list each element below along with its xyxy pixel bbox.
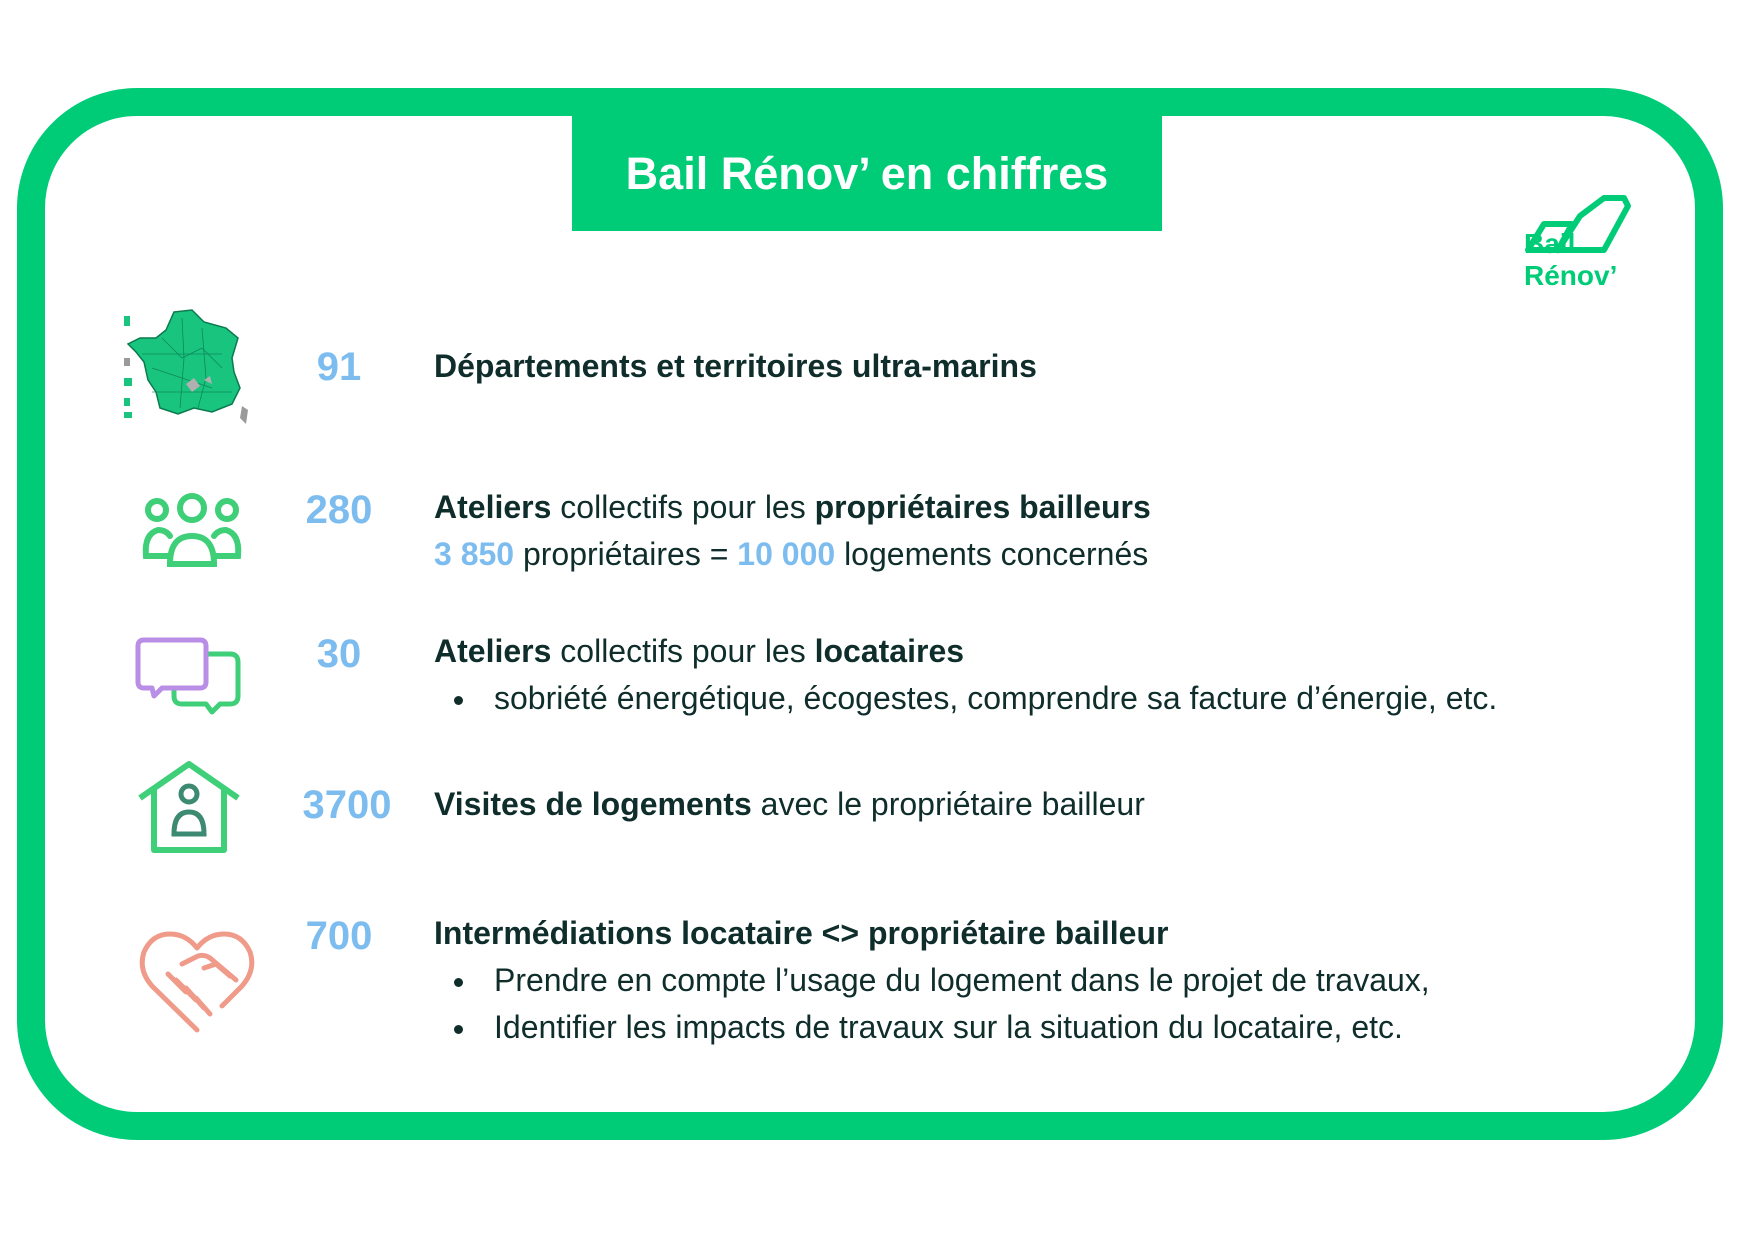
stat-text-visites: avec le propriétaire bailleur (751, 786, 1145, 822)
stat-label-ateliers: Ateliers (434, 489, 552, 525)
stat-description-intermediations: Intermédiations locataire <> propriétair… (434, 910, 1430, 1051)
chat-bubbles-icon (135, 637, 241, 715)
stat-description-ateliers-bailleurs: Ateliers collectifs pour les propriétair… (434, 484, 1151, 578)
list-item: Prendre en compte l’usage du logement da… (434, 957, 1430, 1004)
house-outline-logo-icon (1525, 195, 1631, 253)
house-person-icon (138, 761, 240, 853)
stat-label-locataires: locataires (814, 633, 965, 669)
stat-value-proprietaires: 3 850 (434, 536, 515, 572)
stat-text-logements: logements concernés (835, 536, 1149, 572)
stat-description-ateliers-locataires: Ateliers collectifs pour les locataires … (434, 628, 1497, 722)
logo-line-1: Bail (1524, 228, 1576, 259)
content-frame (17, 88, 1723, 1140)
france-map-icon (124, 309, 248, 424)
stat-label-departements: Départements et territoires ultra-marins (434, 348, 1037, 384)
list-item: sobriété énergétique, écogestes, compren… (434, 675, 1497, 722)
stat-label-ateliers: Ateliers (434, 633, 552, 669)
stat-number-visites: 3700 (302, 783, 392, 827)
logo-line-2: Rénov’ (1524, 260, 1618, 291)
stat-number-departements: 91 (316, 345, 362, 389)
stat-value-logements: 10 000 (737, 536, 836, 572)
page-title: Bail Rénov’ en chiffres (572, 116, 1162, 231)
stat-text-collectifs: collectifs pour les (551, 633, 815, 669)
stat-text-collectifs: collectifs pour les (551, 489, 815, 525)
group-people-icon (142, 493, 242, 567)
logo-wordmark: Bail Rénov’ (1524, 228, 1617, 292)
heart-handshake-icon (139, 931, 255, 1033)
stat-label-proprietaires-bailleurs: propriétaires bailleurs (814, 489, 1151, 525)
stat-number-intermediations: 700 (305, 914, 373, 958)
stat-label-visites: Visites de logements (434, 786, 752, 822)
stat-number-ateliers-bailleurs: 280 (305, 488, 373, 532)
stat-description-visites: Visites de logements avec le propriétair… (434, 781, 1145, 828)
stat-description-departements: Départements et territoires ultra-marins (434, 343, 1037, 390)
stat-text-proprietaires: propriétaires = (514, 536, 738, 572)
list-item: Identifier les impacts de travaux sur la… (434, 1004, 1430, 1051)
stat-label-intermediations: Intermédiations locataire <> propriétair… (434, 915, 1169, 951)
stat-number-ateliers-locataires: 30 (316, 632, 362, 676)
